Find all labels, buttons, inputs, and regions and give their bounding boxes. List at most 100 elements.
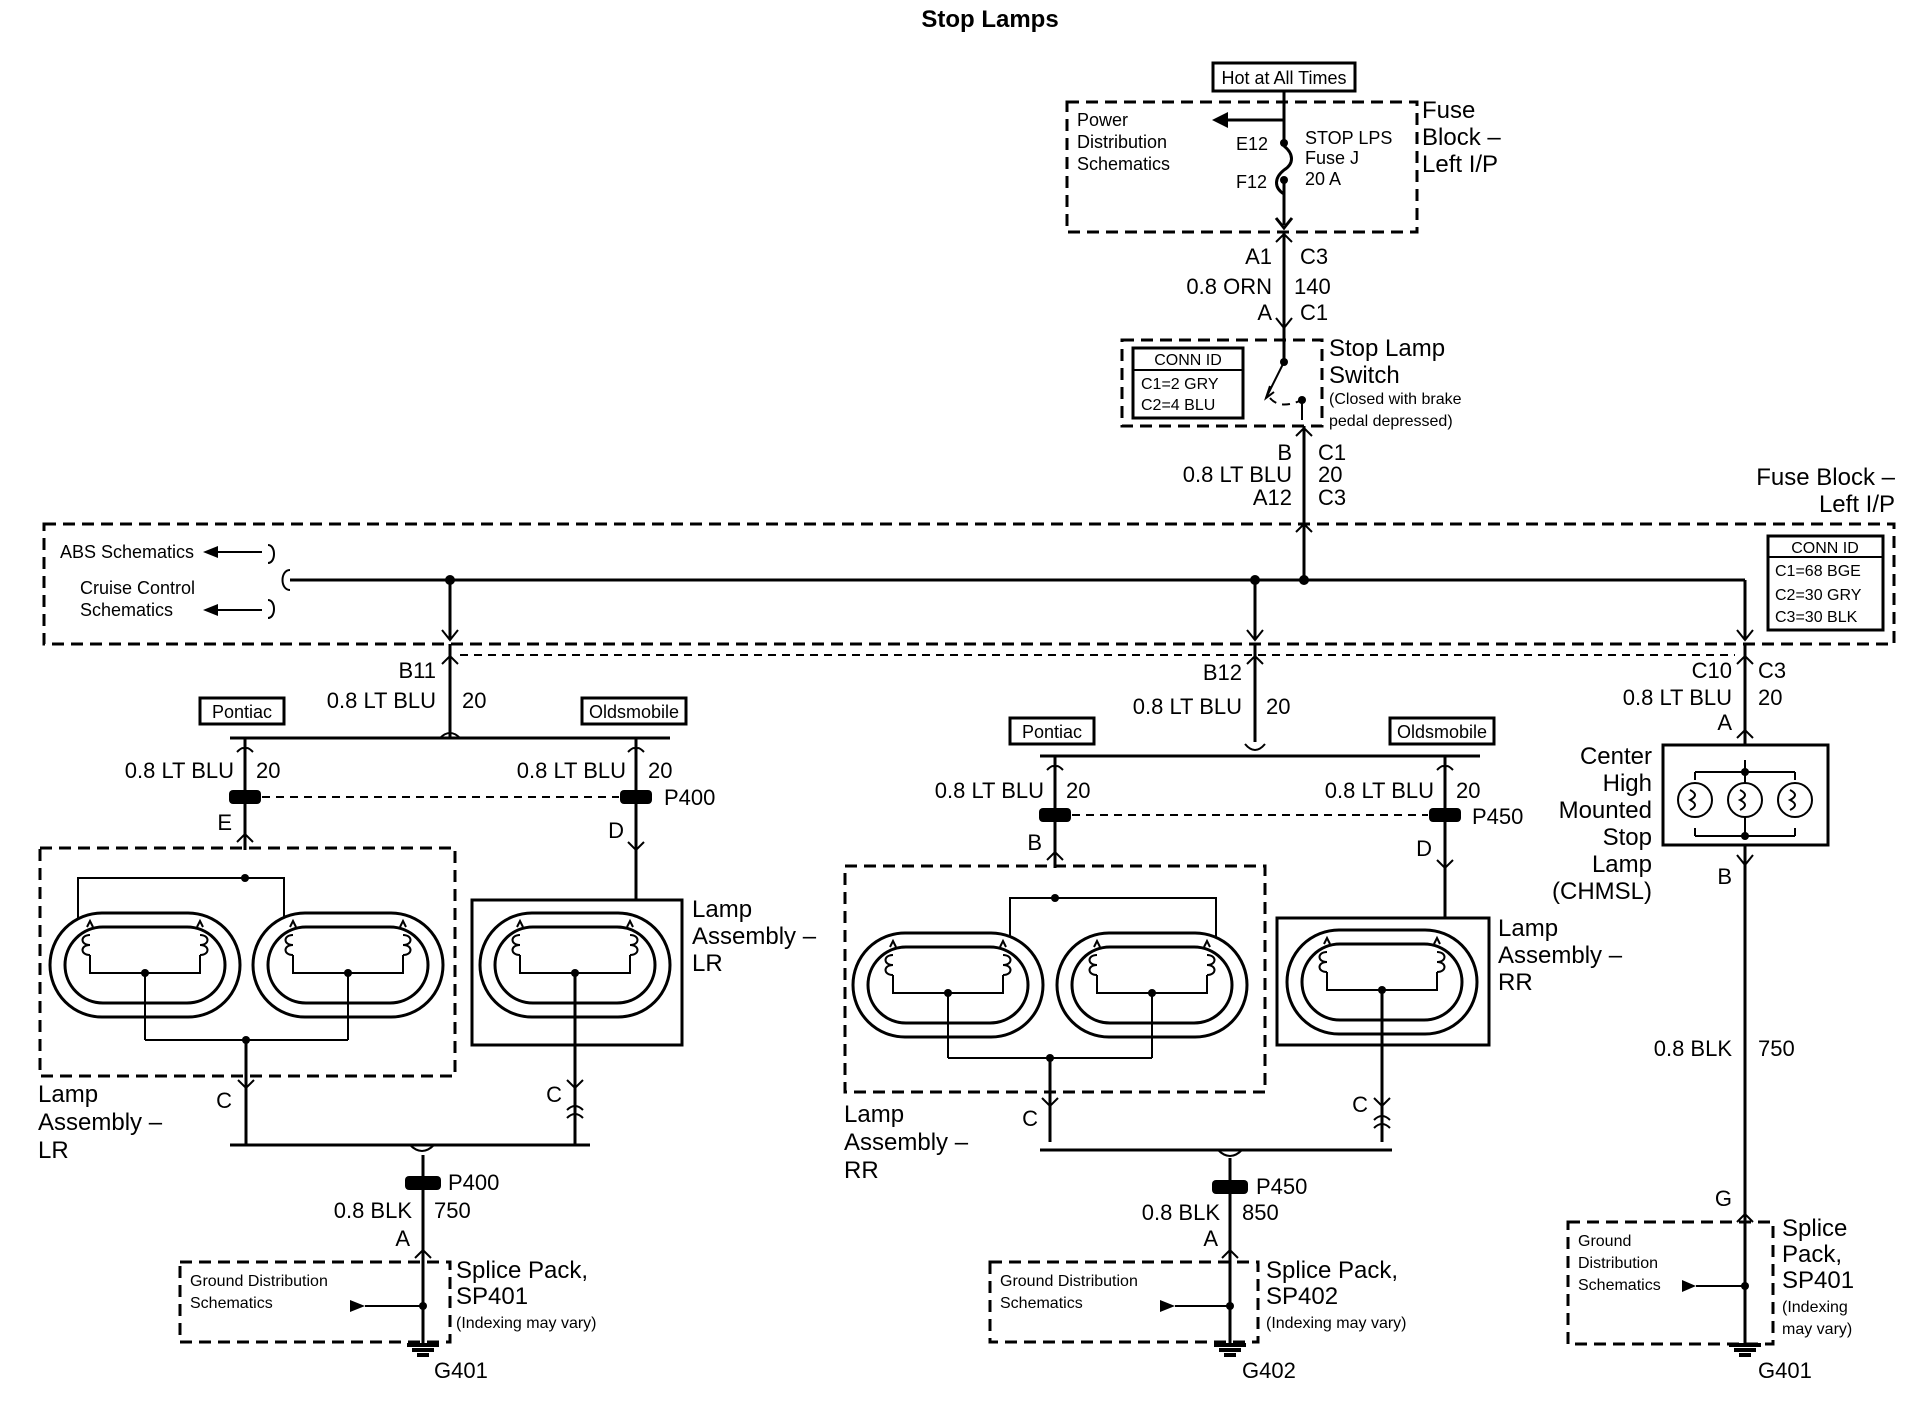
left-lamp-label-right-1: Lamp [692, 896, 752, 923]
cruise-label-2: Schematics [80, 600, 173, 620]
middle-oldsmobile-box [1388, 716, 1496, 746]
bus-conn-id-box [1766, 534, 1885, 632]
left-splice-note: (Indexing may vary) [456, 1315, 597, 1332]
left-lamp-label-right-2: Assembly – [692, 923, 817, 950]
fuse-block-label-2: Block – [1422, 124, 1501, 151]
right-gds-3: Schematics [1578, 1277, 1661, 1294]
wire-lt-blu-mid: 0.8 LT BLU [1183, 462, 1292, 487]
middle-pontiac-box [1008, 716, 1096, 746]
middle-lamp-label-left-2: Assembly – [844, 1129, 969, 1156]
middle-p450-ground-label: P450 [1256, 1174, 1307, 1199]
left-ground-icon [407, 1343, 439, 1357]
fuse-name-2: Fuse J [1305, 148, 1359, 168]
left-olds-wire: 0.8 LT BLU [517, 758, 626, 783]
middle-lamp-label-left-3: RR [844, 1157, 879, 1184]
pin-c3-mid: C3 [1318, 485, 1346, 510]
middle-splice-1: Splice Pack, [1266, 1257, 1398, 1284]
right-pin-g: G [1715, 1186, 1732, 1211]
bus-conn-id-2: C2=30 GRY [1775, 587, 1862, 604]
pds-label-1: Power [1077, 110, 1128, 130]
right-splice-1: Splice [1782, 1215, 1847, 1242]
middle-lamp-label-left-1: Lamp [844, 1101, 904, 1128]
chmsl-label-5: Lamp [1592, 851, 1652, 878]
pin-a12: A12 [1253, 485, 1292, 510]
middle-olds-wire: 0.8 LT BLU [1325, 778, 1434, 803]
hot-at-all-times-label: Hot at All Times [1221, 68, 1346, 88]
page-title: Stop Lamps [921, 6, 1058, 33]
fuse-block-label-1: Fuse [1422, 97, 1475, 124]
left-pontiac-circuit: 20 [256, 758, 280, 783]
left-lamp-label-left-1: Lamp [38, 1081, 98, 1108]
middle-pin-c2: C [1352, 1092, 1368, 1117]
right-gds-1: Ground [1578, 1233, 1631, 1250]
right-splice-outline [1566, 1220, 1775, 1346]
left-gds-1: Ground Distribution [190, 1273, 328, 1290]
right-ground-label: G401 [1758, 1358, 1812, 1383]
fuse-pin-f12: F12 [1236, 172, 1267, 192]
bus-conn-id-title: CONN ID [1791, 540, 1859, 557]
right-pin-c3: C3 [1758, 658, 1786, 683]
arrow-left-icon [1212, 112, 1228, 128]
fuse-block-bus-outline [42, 522, 1896, 646]
middle-gds-arrow-icon [1160, 1300, 1175, 1312]
middle-p450-ground-connector [1212, 1180, 1248, 1194]
switch-conn-id-title: CONN ID [1154, 352, 1222, 369]
pds-label-3: Schematics [1077, 154, 1170, 174]
right-ground-icon [1729, 1343, 1761, 1357]
pin-a-switch: A [1257, 300, 1272, 325]
middle-p450-label: P450 [1472, 804, 1523, 829]
middle-pin-d: D [1416, 836, 1432, 861]
switch-note-1: (Closed with brake [1329, 391, 1462, 408]
left-circuit: 20 [462, 688, 486, 713]
fuse-block-label-3: Left I/P [1422, 151, 1498, 178]
left-pontiac-label: Pontiac [212, 702, 272, 722]
middle-oldsmobile-label: Oldsmobile [1397, 722, 1487, 742]
middle-ground-label: G402 [1242, 1358, 1296, 1383]
chmsl-label-2: High [1603, 770, 1652, 797]
fuse-pin-e12: E12 [1236, 134, 1268, 154]
middle-splice-outline [988, 1260, 1260, 1344]
pin-a1: A1 [1245, 244, 1272, 269]
middle-splice-note: (Indexing may vary) [1266, 1315, 1407, 1332]
left-splice-outline [178, 1260, 452, 1344]
middle-pin-b: B [1027, 830, 1042, 855]
wire-orn: 0.8 ORN [1186, 274, 1272, 299]
switch-conn-id-box [1131, 346, 1245, 420]
left-gds-arrow-icon [350, 1300, 365, 1312]
pin-c1-mid: C1 [1318, 440, 1346, 465]
right-wire: 0.8 LT BLU [1623, 685, 1732, 710]
right-gnd-circuit: 750 [1758, 1036, 1795, 1061]
pin-c3-top: C3 [1300, 244, 1328, 269]
right-circuit: 20 [1758, 685, 1782, 710]
middle-splice-2: SP402 [1266, 1283, 1338, 1310]
left-ground-label: G401 [434, 1358, 488, 1383]
cruise-arrow-icon [203, 604, 218, 616]
pin-b-switch: B [1277, 440, 1292, 465]
left-pin-b11: B11 [398, 658, 436, 683]
middle-olds-circuit: 20 [1456, 778, 1480, 803]
abs-arrow-icon [203, 546, 218, 558]
right-splice-note-2: may vary) [1782, 1321, 1852, 1338]
left-pin-d: D [608, 818, 624, 843]
middle-ground-icon [1214, 1343, 1246, 1357]
chmsl-label-3: Mounted [1559, 797, 1652, 824]
left-olds-circuit: 20 [648, 758, 672, 783]
middle-lamp-label-right-3: RR [1498, 969, 1533, 996]
switch-name-2: Switch [1329, 362, 1400, 389]
left-lamp-label-left-3: LR [38, 1137, 69, 1164]
middle-gnd-wire: 0.8 BLK [1142, 1200, 1221, 1225]
switch-name-1: Stop Lamp [1329, 335, 1445, 362]
left-p400-ground-label: P400 [448, 1170, 499, 1195]
bus-fuse-block-label-1: Fuse Block – [1756, 464, 1895, 491]
bus-conn-id-3: C3=30 BLK [1775, 609, 1858, 626]
left-oldsmobile-box [580, 696, 688, 726]
middle-pin-b12: B12 [1203, 660, 1242, 685]
left-pin-a: A [395, 1226, 410, 1251]
pin-c1-switch: C1 [1300, 300, 1328, 325]
chmsl-label-1: Center [1580, 743, 1652, 770]
right-splice-note-1: (Indexing [1782, 1299, 1848, 1316]
middle-pin-c1: C [1022, 1106, 1038, 1131]
left-pin-c1: C [216, 1088, 232, 1113]
middle-gds-2: Schematics [1000, 1295, 1083, 1312]
middle-pontiac-circuit: 20 [1066, 778, 1090, 803]
